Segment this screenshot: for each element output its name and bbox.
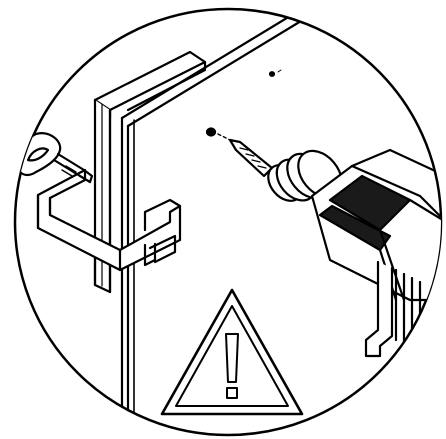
warning-triangle-icon (160, 288, 304, 416)
drill-icon (267, 148, 441, 362)
door-panel-icon (120, 9, 308, 435)
hole-marks (205, 69, 282, 137)
clamp-icon (36, 50, 207, 294)
